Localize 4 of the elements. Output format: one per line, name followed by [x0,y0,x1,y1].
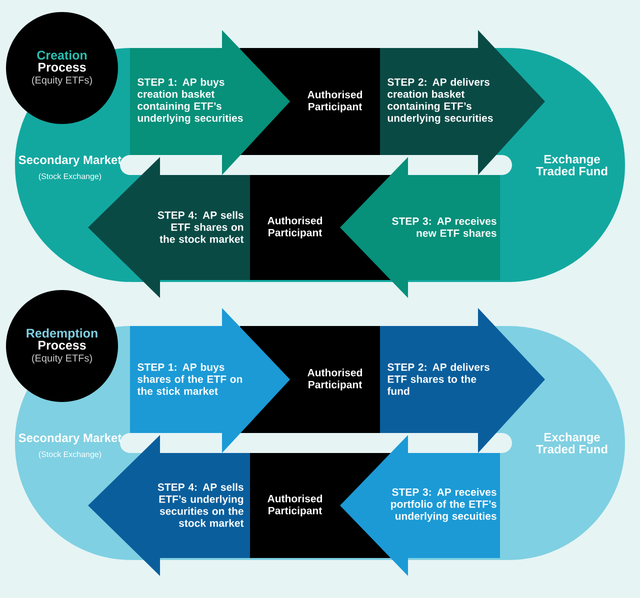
arrow-shaped-box: STEP 1: AP buys shares of the ETF on the stick market [130,308,290,453]
arrow-shaped-box: STEP 3: AP receives new ETF shares [340,157,500,298]
arrow-shaped-box: STEP 1: AP buys creation basket containing ETF’s underlying securities [130,30,290,175]
arrow-shaped-box: STEP 3: AP receives portfolio of the ETF’s underlying secuities [340,435,500,576]
